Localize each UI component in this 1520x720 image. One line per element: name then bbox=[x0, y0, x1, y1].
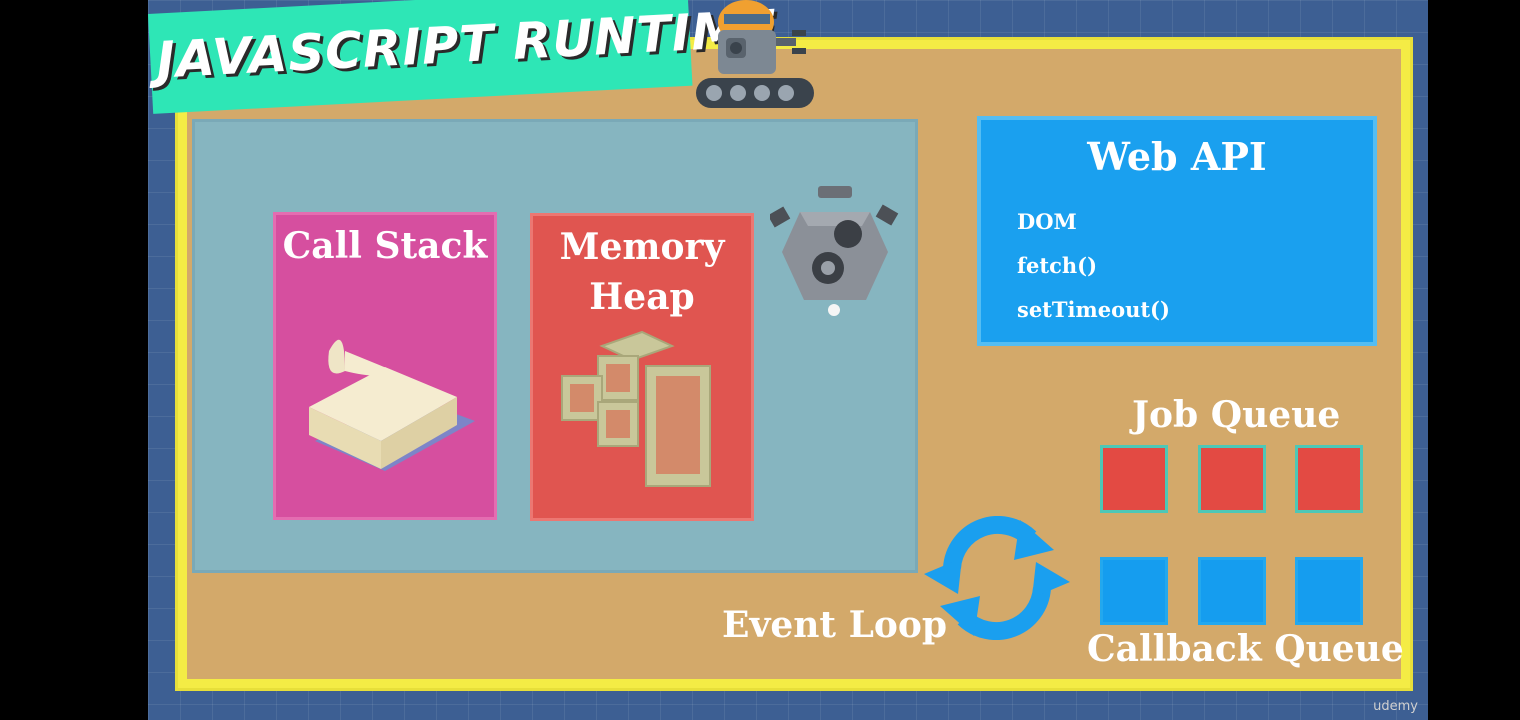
job-queue-slot bbox=[1198, 445, 1266, 513]
watermark: udemy bbox=[1373, 699, 1418, 714]
paper-stack-icon bbox=[309, 339, 475, 471]
slide: JAVASCRIPT RUNTIME Call Stack Memory bbox=[148, 0, 1428, 720]
web-api-item-dom: DOM bbox=[1017, 209, 1077, 234]
memory-heap-card: Memory Heap bbox=[530, 213, 754, 521]
banner-title: JAVASCRIPT RUNTIME bbox=[154, 0, 779, 90]
job-queue-slot bbox=[1100, 445, 1168, 513]
web-api-item-settimeout: setTimeout() bbox=[1017, 297, 1170, 322]
call-stack-title: Call Stack bbox=[282, 225, 488, 267]
memory-heap-title-line1: Memory bbox=[559, 226, 725, 268]
engine-icon bbox=[770, 186, 899, 316]
callback-queue-slot bbox=[1198, 557, 1266, 625]
callback-queue-slot bbox=[1100, 557, 1168, 625]
callback-queue-slot bbox=[1295, 557, 1363, 625]
call-stack-card: Call Stack bbox=[273, 212, 497, 520]
web-api-panel: Web API DOM fetch() setTimeout() bbox=[977, 116, 1377, 346]
web-api-item-fetch: fetch() bbox=[1017, 253, 1098, 278]
memory-blocks-icon bbox=[561, 330, 711, 487]
job-queue-slot bbox=[1295, 445, 1363, 513]
event-loop-title: Event Loop bbox=[722, 604, 948, 646]
web-api-list: DOM fetch() setTimeout() bbox=[1017, 209, 1373, 341]
event-loop-icon bbox=[924, 516, 1070, 640]
callback-queue-title: Callback Queue bbox=[1087, 628, 1404, 670]
job-queue-title: Job Queue bbox=[1132, 394, 1341, 436]
web-api-title: Web API bbox=[1087, 134, 1267, 179]
robot-icon bbox=[696, 0, 814, 108]
memory-heap-title-line2: Heap bbox=[589, 276, 695, 318]
